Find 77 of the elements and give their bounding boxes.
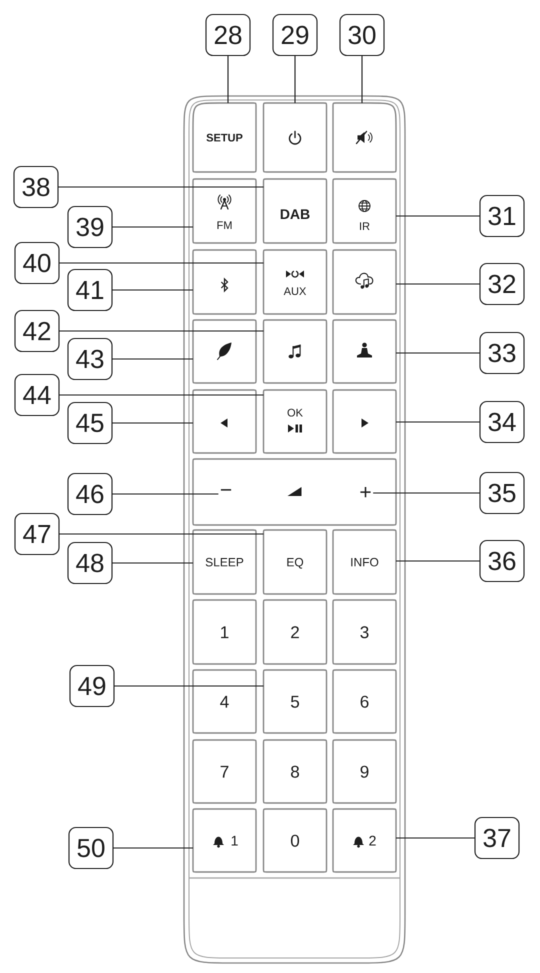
callout-number: 43 — [67, 338, 113, 380]
callout-number: 33 — [479, 332, 525, 374]
number-button: 5 — [262, 669, 328, 734]
callout-number: 34 — [479, 400, 525, 444]
ir-button: IR — [332, 178, 397, 244]
meditation-button — [332, 319, 397, 384]
music-button — [262, 319, 328, 384]
leader-line — [396, 283, 480, 285]
callout-number: 41 — [67, 268, 113, 312]
right-arrow-button — [332, 389, 397, 454]
leader-line — [59, 262, 264, 264]
leader-line — [361, 56, 363, 103]
callout-number: 42 — [14, 310, 60, 352]
ok-button: OK — [262, 389, 328, 454]
leader-line — [396, 421, 480, 423]
callout-number: 49 — [69, 664, 115, 708]
callout-number: 30 — [339, 14, 385, 56]
number-button: 7 — [192, 739, 257, 804]
callout-number: 29 — [272, 14, 318, 56]
number-button: 0 — [262, 808, 328, 873]
callout-number: 50 — [68, 826, 114, 870]
leader-line — [113, 847, 193, 849]
leader-line — [112, 289, 193, 291]
leader-line — [59, 394, 264, 396]
callout-number: 40 — [14, 242, 60, 284]
leader-line — [112, 226, 193, 228]
callout-number: 28 — [205, 14, 251, 56]
leader-line — [112, 358, 193, 360]
fm-button: FM — [192, 178, 257, 244]
setup-button: SETUP — [192, 102, 257, 173]
callout-number: 46 — [67, 472, 113, 516]
number-button: 2 — [262, 599, 328, 665]
callout-number: 36 — [479, 540, 525, 582]
leader-line — [112, 562, 193, 564]
callout-number: 45 — [67, 402, 113, 444]
callout-number: 38 — [13, 166, 59, 208]
power-button — [262, 102, 328, 173]
eq-button: EQ — [262, 529, 328, 595]
callout-number: 37 — [474, 816, 520, 860]
leader-line — [396, 560, 480, 562]
number-button: 3 — [332, 599, 397, 665]
leader-line — [227, 56, 229, 103]
callout-number: 47 — [14, 512, 60, 556]
callout-number: 35 — [479, 472, 525, 514]
leaf-button — [192, 319, 257, 384]
callout-number: 31 — [479, 194, 525, 238]
sleep-button: SLEEP — [192, 529, 257, 595]
callout-number: 48 — [67, 542, 113, 584]
mute-button — [332, 102, 397, 173]
leader-line — [396, 352, 480, 354]
alarm-button: 1 — [192, 808, 257, 873]
leader-line — [294, 56, 296, 103]
dab-button: DAB — [262, 178, 328, 244]
info-button: INFO — [332, 529, 397, 595]
leader-line — [59, 533, 264, 535]
cloud-music-button — [332, 249, 397, 315]
leader-line — [396, 837, 475, 839]
alarm-button: 2 — [332, 808, 397, 873]
number-button: 1 — [192, 599, 257, 665]
leader-line — [114, 685, 264, 687]
plus-sign: + — [360, 486, 371, 498]
callout-number: 32 — [479, 262, 525, 306]
callout-number: 39 — [67, 206, 113, 248]
volume-button — [192, 458, 397, 526]
leader-line — [396, 215, 480, 217]
bluetooth-button — [192, 249, 257, 315]
leader-line — [112, 493, 218, 495]
aux-button: AUX — [262, 249, 328, 315]
number-button: 6 — [332, 669, 397, 734]
number-button: 4 — [192, 669, 257, 734]
number-button: 9 — [332, 739, 397, 804]
number-button: 8 — [262, 739, 328, 804]
leader-line — [112, 422, 193, 424]
left-arrow-button — [192, 389, 257, 454]
callout-number: 44 — [14, 374, 60, 416]
leader-line — [373, 492, 480, 494]
minus-sign: − — [220, 489, 232, 491]
